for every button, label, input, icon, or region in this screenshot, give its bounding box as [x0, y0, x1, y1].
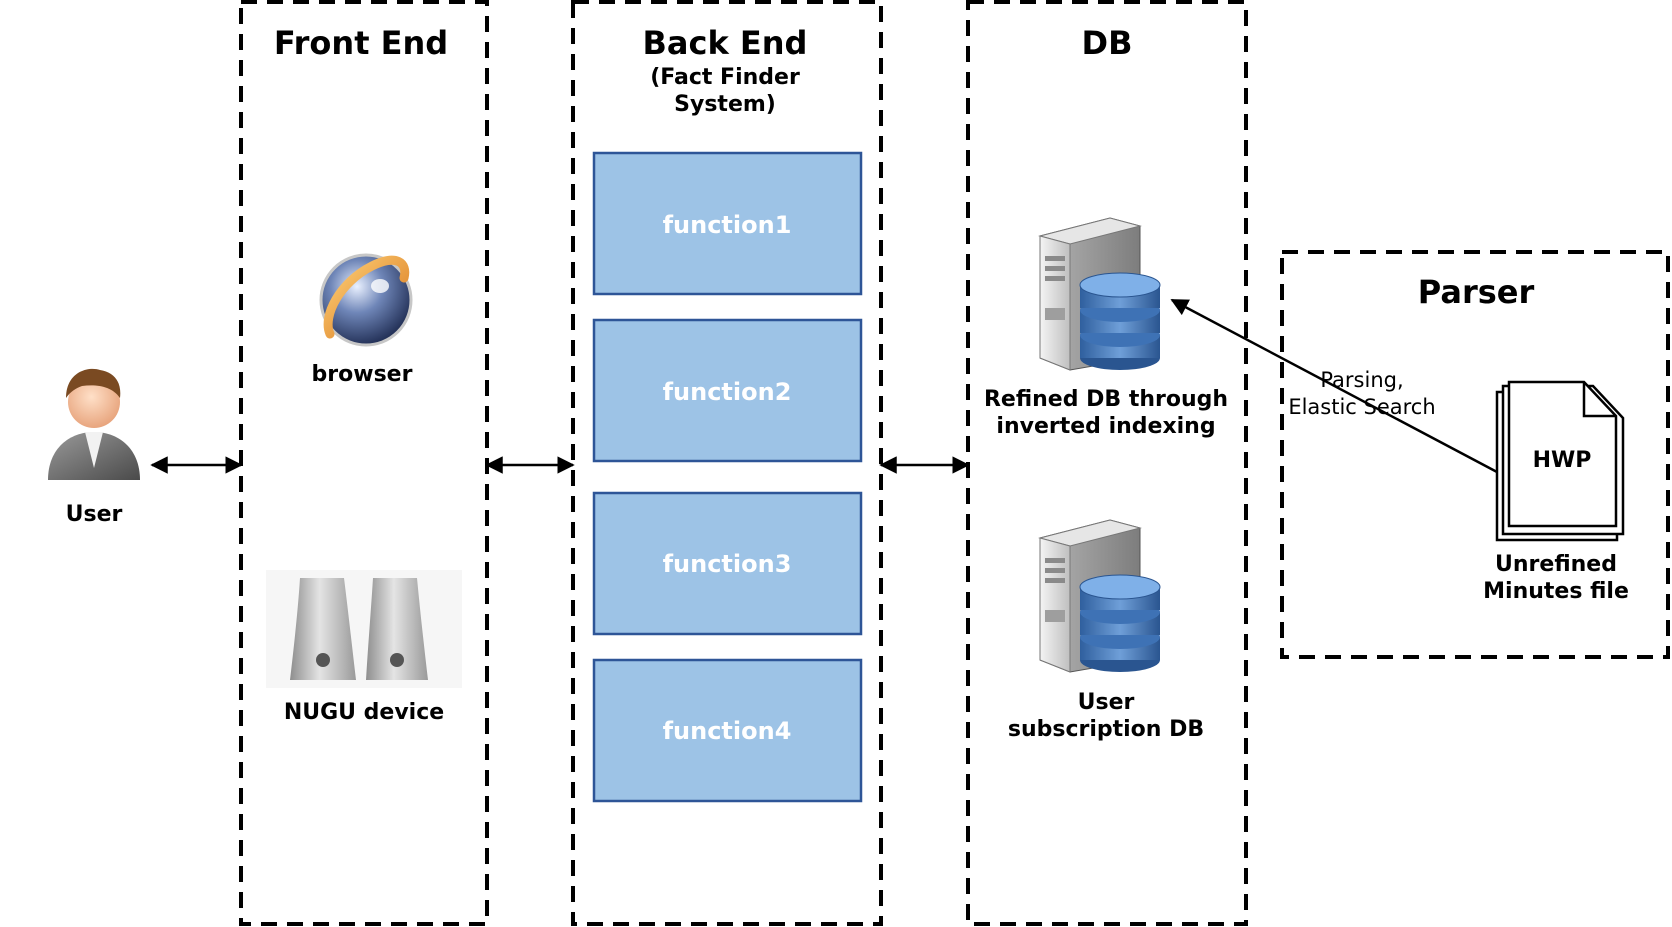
function3-label: function3 — [663, 550, 792, 578]
db-container — [966, 0, 1248, 926]
function4-box: function4 — [592, 658, 863, 803]
db-title: DB — [1082, 24, 1133, 62]
subscription-db-label-line1: User — [1078, 690, 1135, 715]
browser-node: browser — [312, 253, 413, 387]
database-server-icon — [1039, 217, 1161, 371]
function4-label: function4 — [663, 717, 792, 745]
back-end-subtitle-line2: System) — [674, 92, 776, 117]
back-end-subtitle-line1: (Fact Finder — [650, 65, 800, 90]
nugu-device-node: NUGU device — [266, 570, 462, 725]
subscription-db-node: User subscription DB — [1008, 519, 1204, 742]
back-end-title: Back End — [643, 24, 808, 62]
browser-globe-icon — [319, 253, 413, 347]
function1-box: function1 — [592, 151, 863, 296]
user-node: User — [48, 368, 140, 527]
hwp-document-node: HWP Unrefined Minutes file — [1483, 380, 1629, 604]
refined-db-label-line1: Refined DB through — [984, 387, 1228, 412]
front-end-title: Front End — [274, 24, 448, 62]
parsing-edge-label-line2: Elastic Search — [1288, 395, 1435, 419]
browser-label: browser — [312, 362, 413, 387]
user-label: User — [66, 502, 123, 527]
nugu-device-label: NUGU device — [284, 700, 444, 725]
parser-title: Parser — [1418, 273, 1535, 311]
refined-db-label-line2: inverted indexing — [996, 414, 1215, 439]
function2-box: function2 — [592, 318, 863, 463]
parser-db-arrow — [1170, 298, 1498, 474]
refined-db-node: Refined DB through inverted indexing — [984, 217, 1228, 439]
unrefined-label-line1: Unrefined — [1495, 552, 1617, 577]
parser-container — [1280, 250, 1670, 659]
function2-label: function2 — [663, 378, 792, 406]
user-avatar-icon — [48, 368, 140, 480]
smart-speaker-icon — [266, 570, 462, 688]
subscription-db-label-line2: subscription DB — [1008, 717, 1204, 742]
function3-box: function3 — [592, 491, 863, 636]
function1-label: function1 — [663, 211, 792, 239]
parsing-edge-label-line1: Parsing, — [1320, 368, 1403, 392]
front-end-container — [239, 0, 489, 926]
database-server-icon — [1039, 519, 1161, 673]
unrefined-label-line2: Minutes file — [1483, 579, 1629, 604]
hwp-badge: HWP — [1533, 448, 1592, 473]
stacked-document-icon — [1495, 380, 1625, 542]
